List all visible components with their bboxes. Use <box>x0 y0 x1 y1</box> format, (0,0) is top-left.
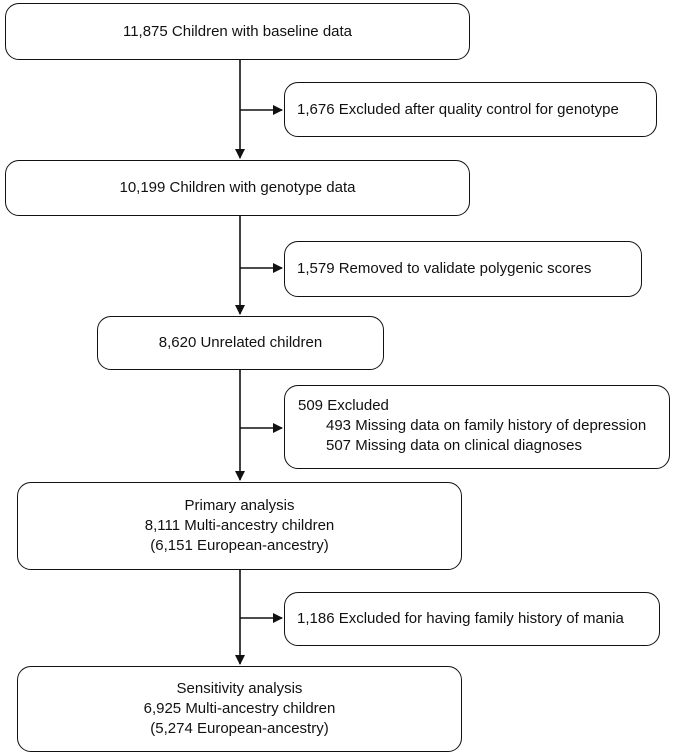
missing-exclusion-title: 509 Excluded <box>298 397 389 414</box>
missing-clinical-diagnoses-item: 507 Missing data on clinical diagnoses <box>326 437 582 454</box>
mania-exclusion-box: 1,186 Excluded for having family history… <box>284 592 660 646</box>
baseline-box: 11,875 Children with baseline data <box>5 3 470 60</box>
unrelated-box: 8,620 Unrelated children <box>97 316 384 370</box>
primary-analysis-box: Primary analysis 8,111 Multi-ancestry ch… <box>17 482 462 570</box>
sensitivity-european-ancestry: (5,274 European-ancestry) <box>150 720 329 737</box>
qc-exclusion-box: 1,676 Excluded after quality control for… <box>284 82 657 137</box>
unrelated-text: 8,620 Unrelated children <box>158 334 323 351</box>
validate-exclusion-text: 1,579 Removed to validate polygenic scor… <box>297 260 592 277</box>
missing-data-exclusion-box: 509 Excluded 493 Missing data on family … <box>284 385 670 469</box>
primary-multi-ancestry: 8,111 Multi-ancestry children <box>144 517 335 534</box>
primary-title: Primary analysis <box>184 497 295 514</box>
primary-european-ancestry: (6,151 European-ancestry) <box>150 537 329 554</box>
missing-family-history-item: 493 Missing data on family history of de… <box>326 417 647 434</box>
mania-exclusion-text: 1,186 Excluded for having family history… <box>297 610 624 627</box>
validate-exclusion-box: 1,579 Removed to validate polygenic scor… <box>284 241 642 297</box>
genotype-text: 10,199 Children with genotype data <box>119 179 356 196</box>
qc-exclusion-text: 1,676 Excluded after quality control for… <box>297 100 619 118</box>
sensitivity-title: Sensitivity analysis <box>176 680 303 697</box>
sensitivity-analysis-box: Sensitivity analysis 6,925 Multi-ancestr… <box>17 666 462 752</box>
genotype-box: 10,199 Children with genotype data <box>5 160 470 216</box>
baseline-text: 11,875 Children with baseline data <box>122 22 353 40</box>
sensitivity-multi-ancestry: 6,925 Multi-ancestry children <box>143 700 336 717</box>
